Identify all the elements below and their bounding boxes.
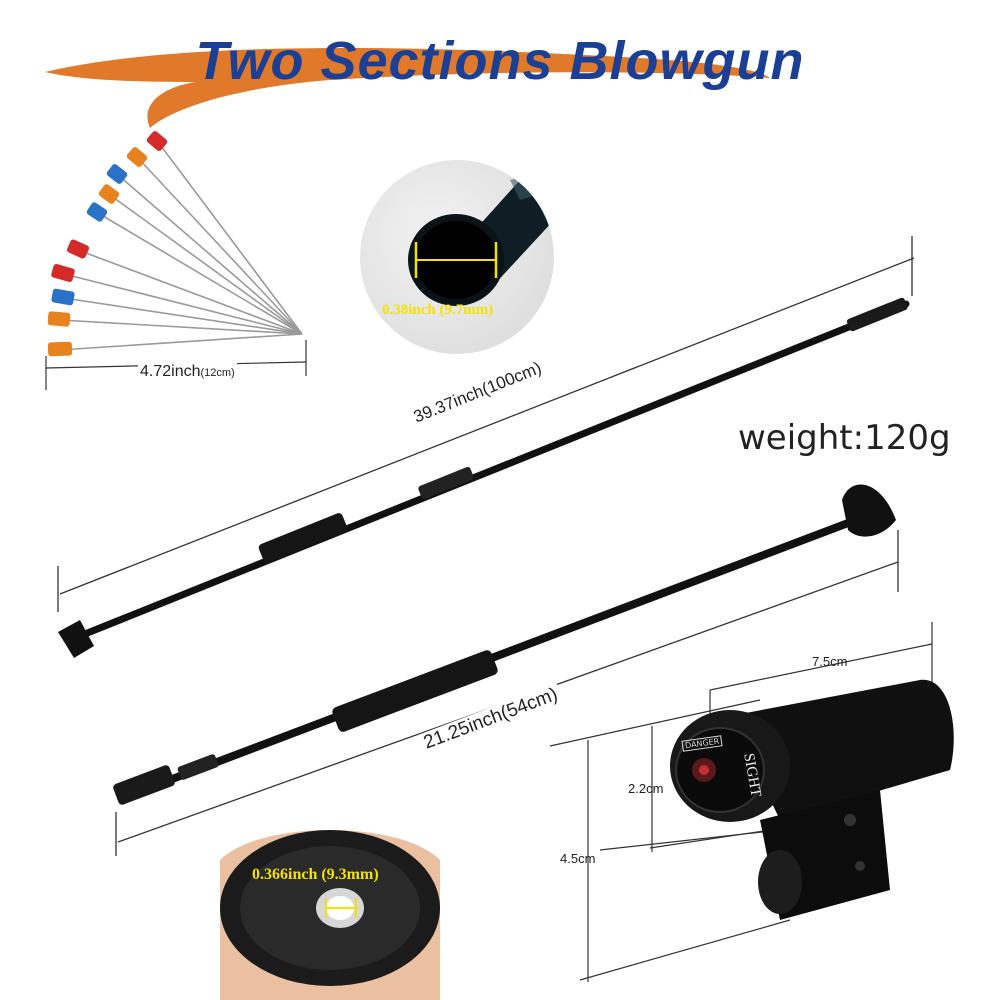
bore-closeup (360, 160, 554, 354)
laser-height-small-label: 2.2cm (628, 781, 664, 796)
dart-blue (51, 288, 75, 306)
bore-diameter-label: 0.38inch (9.7mm) (382, 302, 494, 318)
dart-red (66, 239, 90, 259)
dart-orange (47, 341, 73, 357)
dart-orange (98, 184, 120, 204)
page-title: Two Sections Blowgun (195, 31, 805, 91)
darts-length-label: 4.72inch(12cm) (138, 363, 237, 381)
dart-blue (106, 164, 128, 184)
laser-length-label: 7.5cm (812, 654, 848, 669)
laser-sight-image (549, 622, 954, 982)
mouthpiece-diameter-label: 0.366inch (9.3mm) (252, 866, 379, 883)
mouthpiece-image (220, 830, 440, 1000)
dart-orange (126, 147, 148, 167)
dart-orange (47, 311, 71, 327)
dart-red (146, 131, 168, 151)
dart-blue (86, 202, 108, 222)
title-swoosh (45, 47, 770, 128)
weight-label: weight:120g (738, 418, 951, 458)
laser-height-large-label: 4.5cm (560, 851, 596, 866)
dart-red (51, 263, 75, 283)
